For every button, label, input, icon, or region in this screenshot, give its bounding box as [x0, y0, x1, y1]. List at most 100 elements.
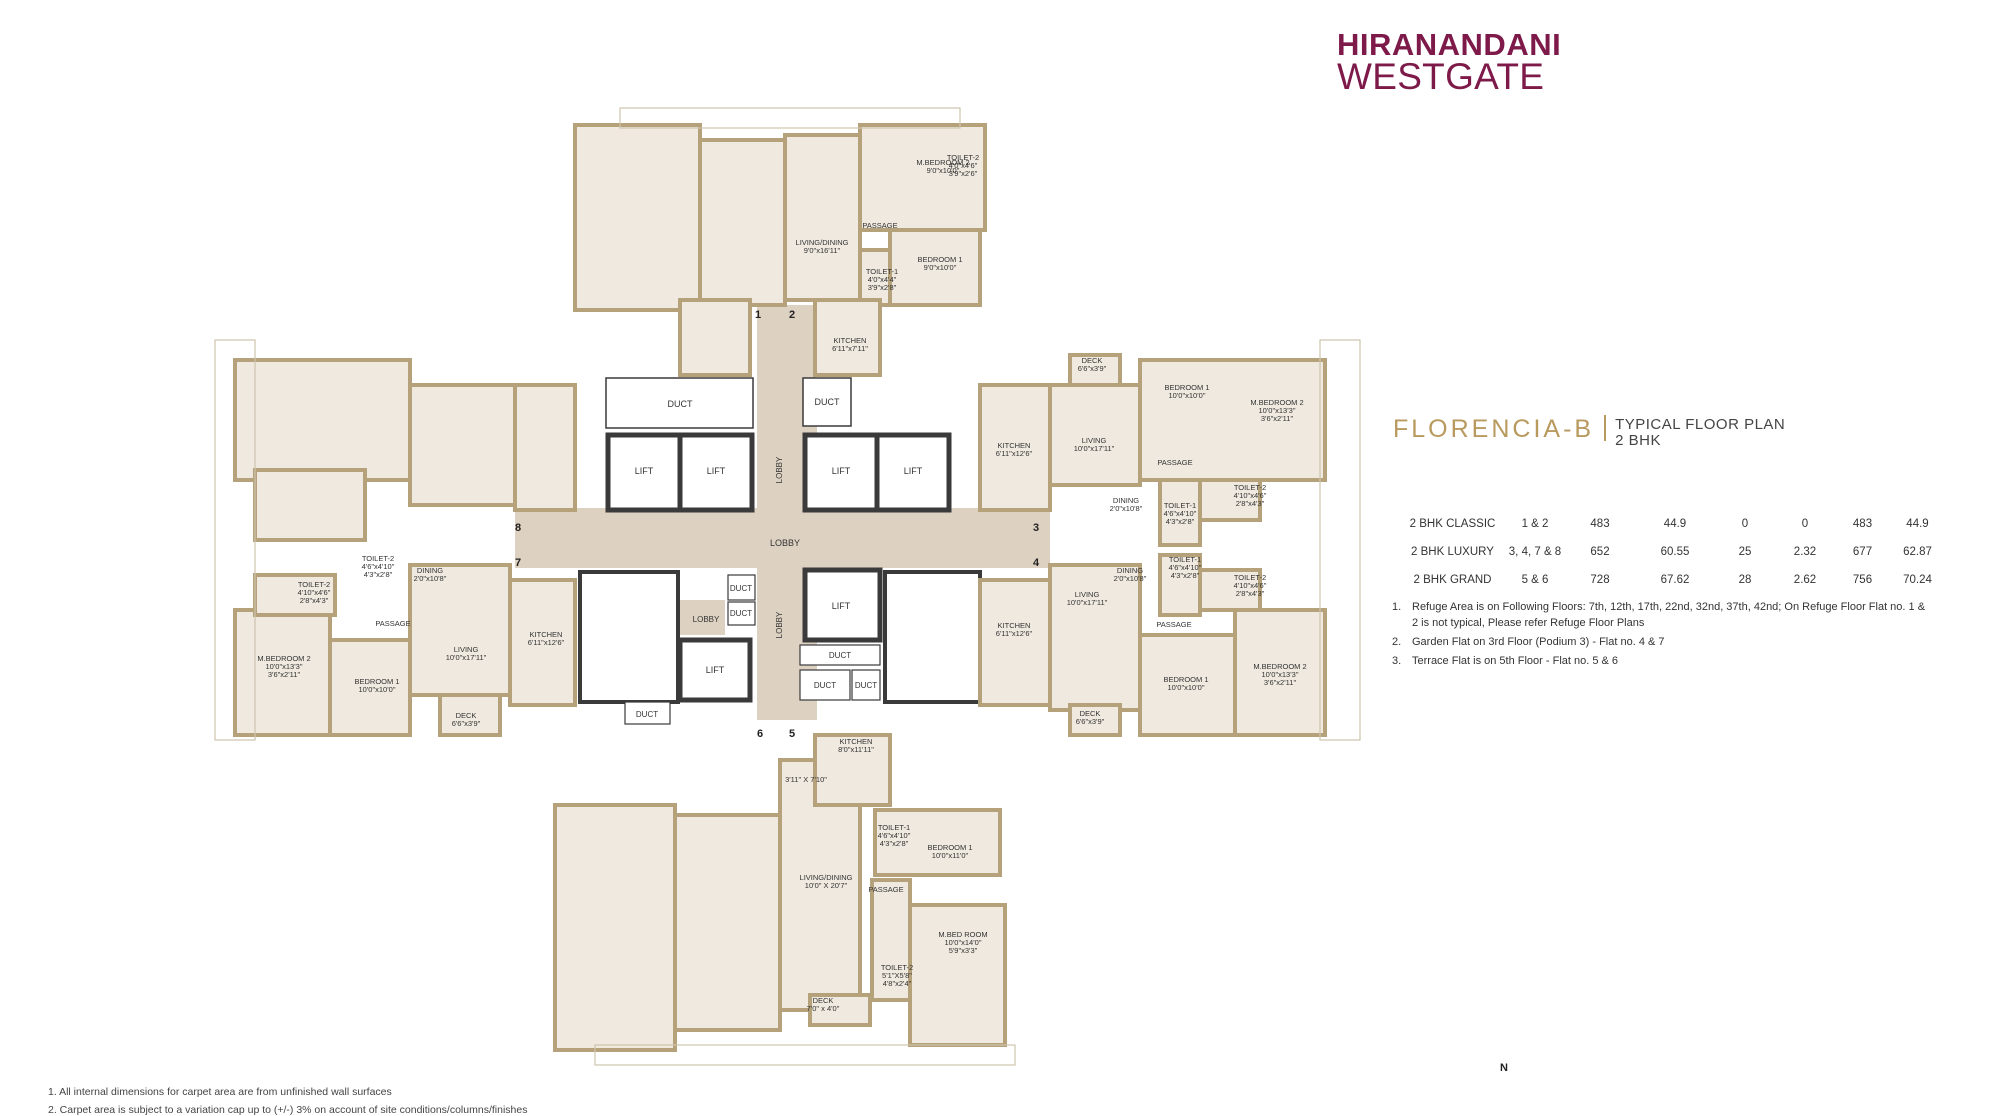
- room-name: BEDROOM 1: [927, 843, 972, 852]
- room-dimension: 4'6"x4'10": [1164, 509, 1197, 518]
- flat-5-kitchen: [813, 733, 892, 807]
- room-name: BEDROOM 1: [1164, 383, 1209, 392]
- flat-4-toilet: [1158, 553, 1202, 617]
- core-label: LIFT: [706, 665, 725, 675]
- room-name: DINING: [1117, 566, 1143, 575]
- flat-2-rooms: [698, 138, 787, 307]
- room-name: PASSAGE: [862, 221, 897, 230]
- lobby-small: [680, 600, 725, 635]
- room-dimension: 6'11"x12'6": [996, 449, 1033, 458]
- room-name: TOILET-1: [878, 823, 910, 832]
- room-dimension: 10'0"x17'11": [1067, 598, 1108, 607]
- room-name: M.BEDROOM 2: [1250, 398, 1303, 407]
- flat-4-toilet: [1198, 568, 1262, 612]
- room-dimension: 4'6"x4'10": [362, 562, 395, 571]
- core-label: DUCT: [814, 681, 836, 690]
- room-dimension: 4'10"x4'6": [1234, 581, 1267, 590]
- room-dimension: 2'0"x10'8": [414, 574, 447, 583]
- room-dimension: 4'0"x4'4": [868, 275, 897, 284]
- room-dimension: 5'1"X5'8": [882, 971, 912, 980]
- room-dimension: 10'0"x13'3": [1262, 670, 1299, 679]
- note-text: Garden Flat on 3rd Floor (Podium 3) - Fl…: [1412, 635, 1665, 648]
- room-dimension: 10'0"x10'0": [359, 685, 396, 694]
- room-dimension: 6'11"x12'6": [528, 638, 565, 647]
- plan-subtitle: TYPICAL FLOOR PLAN 2 BHK: [1615, 415, 1785, 449]
- room-dimension: 10'0"x13'3": [266, 662, 303, 671]
- area-cell: 728: [1590, 574, 1610, 586]
- flat-1-bedroom: [888, 228, 982, 307]
- core-label: LOBBY: [775, 456, 784, 483]
- flat-4-deck: [1068, 703, 1122, 737]
- flat-8-toilets: [253, 468, 367, 542]
- room-name: LIVING/DINING: [796, 238, 849, 247]
- core-label: DUCT: [668, 399, 693, 409]
- brand-line-1: HIRANANDANI: [1337, 27, 1562, 62]
- plan-title: TYPICAL FLOOR PLAN: [1615, 416, 1786, 433]
- area-cell: 483: [1852, 518, 1873, 530]
- room-name: KITCHEN: [840, 737, 873, 746]
- room-name: TOILET-1: [866, 267, 898, 276]
- room-name: M.BEDROOM 2: [257, 654, 310, 663]
- flat-number: 3: [1033, 522, 1039, 534]
- area-cell: 25: [1738, 546, 1752, 558]
- room-name: BEDROOM 1: [354, 677, 399, 686]
- note-item: 1.Refuge Area is on Following Floors: 7t…: [1392, 600, 1932, 632]
- room-name: M.BED ROOM: [938, 930, 987, 939]
- lift-shaft: [677, 432, 755, 513]
- room-dimension: 5'9"x3'3": [949, 946, 978, 955]
- area-cell: 44.9: [1663, 518, 1687, 530]
- room-dimension: 10'0"x17'11": [446, 653, 487, 662]
- room-name: KITCHEN: [530, 630, 563, 639]
- room-dimension: 2'0"x10'8": [1114, 574, 1147, 583]
- area-cell: 67.62: [1660, 574, 1690, 586]
- core-label: LIFT: [707, 466, 726, 476]
- room-dimension: 6'6"x3'9": [452, 719, 481, 728]
- core-label: DUCT: [730, 584, 752, 593]
- flat-number: 6: [757, 728, 763, 740]
- flat-4-bedroom: [1138, 633, 1237, 737]
- area-cell: 756: [1852, 574, 1873, 586]
- room-name: TOILET-1: [1164, 501, 1196, 510]
- duct-box: [802, 377, 852, 427]
- room-dimension: 10'0"x10'0": [1168, 683, 1205, 692]
- room-name: M.BEDROOM 2: [916, 158, 969, 167]
- room-dimension: 6'11"x7'11": [832, 344, 868, 353]
- room-dimension: 4'6"x4'10": [1169, 563, 1202, 572]
- flat-4-living: [1048, 563, 1142, 712]
- core-area: DUCT DUCT LIFT LIFT LIFT LIFT LIFT LIFT …: [515, 305, 1050, 725]
- flat-8-rooms: [408, 383, 517, 507]
- room-name: BEDROOM 1: [917, 255, 962, 264]
- flat-number: 1: [755, 309, 761, 321]
- room-name: KITCHEN: [998, 621, 1031, 630]
- room-dimension: 2'8"x4'3": [300, 596, 329, 605]
- flat-7-kitchen: [508, 578, 577, 707]
- core-label: LIFT: [904, 466, 923, 476]
- area-cell: 0: [1741, 518, 1749, 530]
- flat-3-bedroom: [1138, 358, 1327, 482]
- room-name: TOILET-1: [1169, 555, 1201, 564]
- area-cell: 2.32: [1793, 546, 1817, 558]
- room-dimension: 3'6"x2'11": [268, 670, 301, 679]
- stair-shaft: [883, 570, 982, 704]
- core-label: DUCT: [829, 651, 851, 660]
- duct-box: [605, 377, 754, 429]
- room-dimension: 4'3"x2'8": [880, 839, 909, 848]
- room-name: TOILET-2: [298, 580, 330, 589]
- room-name: DINING: [1113, 496, 1139, 505]
- room-name: TOILET-2: [362, 554, 394, 563]
- notes-list: 1.Refuge Area is on Following Floors: 7t…: [1392, 600, 1932, 673]
- duct-box: [727, 574, 756, 601]
